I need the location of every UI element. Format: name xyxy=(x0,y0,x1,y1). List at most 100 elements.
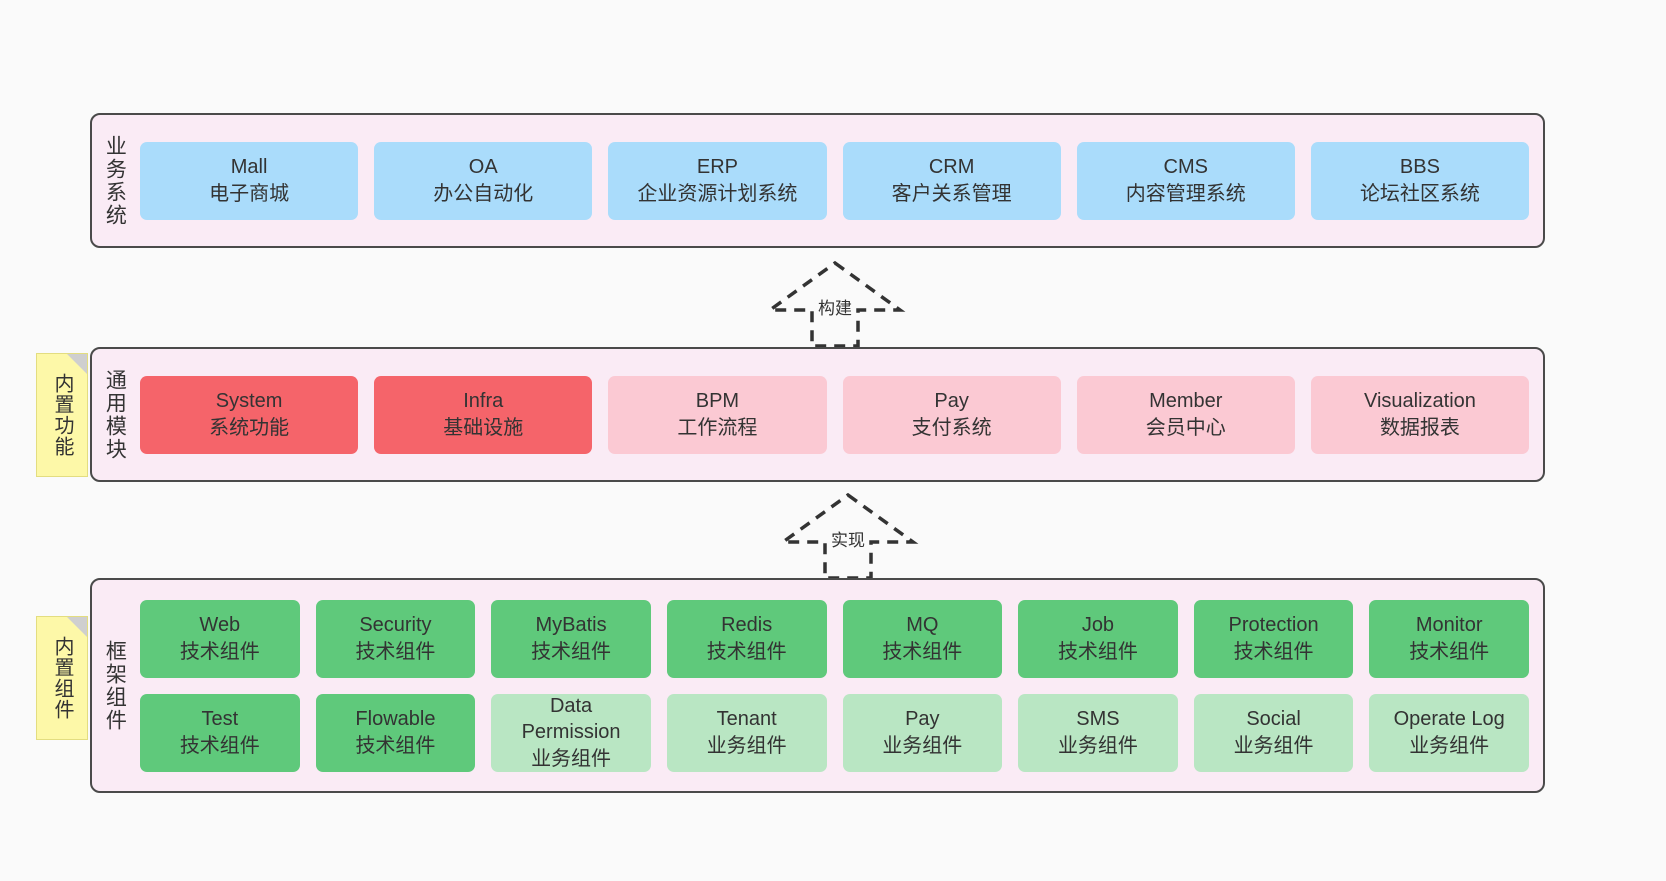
card-oa[interactable]: OA 办公自动化 xyxy=(374,141,593,220)
layer-framework-components: 框架组件 Web 技术组件 Security 技术组件 MyBatis 技术组件… xyxy=(90,578,1545,793)
card-subtitle: 业务组件 xyxy=(1409,734,1490,757)
card-mall[interactable]: Mall 电子商城 xyxy=(140,141,359,220)
card-row: Mall 电子商城 OA 办公自动化 ERP 企业资源计划系统 CRM 客户关系… xyxy=(140,141,1530,220)
card-infra[interactable]: Infra 基础设施 xyxy=(374,375,593,454)
card-title: Job xyxy=(1081,614,1115,637)
card-subtitle: 电子商城 xyxy=(209,182,290,205)
card-title: Pay xyxy=(905,708,940,731)
card-subtitle: 企业资源计划系统 xyxy=(637,182,798,205)
card-pay-component[interactable]: Pay 业务组件 xyxy=(842,693,1003,772)
sticky-note-label: 内置组件 xyxy=(51,636,73,720)
card-title: ERP xyxy=(696,156,738,179)
card-title: Visualization xyxy=(1363,390,1476,413)
card-subtitle: 办公自动化 xyxy=(433,182,534,205)
card-subtitle: 系统功能 xyxy=(209,416,290,439)
card-bbs[interactable]: BBS 论坛社区系统 xyxy=(1310,141,1530,220)
layer-business-systems: 业务系统 Mall 电子商城 OA 办公自动化 ERP 企业资源计划系统 CRM… xyxy=(90,113,1545,248)
card-pay-module[interactable]: Pay 支付系统 xyxy=(842,375,1061,454)
card-subtitle: 技术组件 xyxy=(882,640,963,663)
card-subtitle: 客户关系管理 xyxy=(891,182,1012,205)
card-subtitle: 业务组件 xyxy=(1233,734,1314,757)
card-subtitle: 技术组件 xyxy=(1409,640,1490,663)
card-protection[interactable]: Protection 技术组件 xyxy=(1193,599,1354,678)
card-title: Tenant xyxy=(716,708,777,731)
card-data-permission[interactable]: Data Permission 业务组件 xyxy=(491,693,651,772)
card-bpm[interactable]: BPM 工作流程 xyxy=(608,375,827,454)
card-title: BBS xyxy=(1399,156,1440,179)
card-monitor[interactable]: Monitor 技术组件 xyxy=(1369,599,1529,678)
card-title: CMS xyxy=(1163,156,1208,179)
card-title: Social xyxy=(1246,708,1301,731)
card-erp[interactable]: ERP 企业资源计划系统 xyxy=(608,141,827,220)
card-visualization[interactable]: Visualization 数据报表 xyxy=(1310,375,1530,454)
layer-title-framework-components: 框架组件 xyxy=(103,639,127,732)
card-test[interactable]: Test 技术组件 xyxy=(140,693,300,772)
card-cms[interactable]: CMS 内容管理系统 xyxy=(1076,141,1295,220)
connector-build-label: 构建 xyxy=(818,299,852,318)
card-subtitle: 技术组件 xyxy=(355,734,436,757)
card-title: MyBatis xyxy=(535,614,607,637)
card-title: Redis xyxy=(721,614,773,637)
connector-build: 构建 xyxy=(760,258,910,350)
card-sms[interactable]: SMS 业务组件 xyxy=(1018,693,1178,772)
card-title: OA xyxy=(468,156,498,179)
card-title: Web xyxy=(199,614,241,637)
card-subtitle: 技术组件 xyxy=(179,734,260,757)
card-title: BPM xyxy=(695,390,740,413)
card-flowable[interactable]: Flowable 技术组件 xyxy=(315,693,476,772)
sticky-note-builtin-components: 内置组件 xyxy=(36,616,88,740)
card-title: Pay xyxy=(934,390,969,413)
card-title: Test xyxy=(201,708,239,731)
layer-body-common-modules: System 系统功能 Infra 基础设施 BPM 工作流程 Pay 支付系统… xyxy=(136,349,1543,480)
card-title: System xyxy=(215,390,283,413)
sticky-fold-corner xyxy=(67,617,87,637)
card-tenant[interactable]: Tenant 业务组件 xyxy=(666,693,827,772)
card-title: Security xyxy=(359,614,432,637)
connector-implement: 实现 xyxy=(773,490,923,582)
card-subtitle: 会员中心 xyxy=(1145,416,1226,439)
card-subtitle: 数据报表 xyxy=(1379,416,1460,439)
card-mq[interactable]: MQ 技术组件 xyxy=(842,599,1003,678)
sticky-fold-corner xyxy=(67,354,87,374)
card-subtitle: 支付系统 xyxy=(911,416,992,439)
layer-title-common-modules: 通用模块 xyxy=(103,368,127,461)
card-system[interactable]: System 系统功能 xyxy=(140,375,359,454)
card-subtitle: 业务组件 xyxy=(706,734,787,757)
card-job[interactable]: Job 技术组件 xyxy=(1018,599,1178,678)
card-mybatis[interactable]: MyBatis 技术组件 xyxy=(491,599,651,678)
layer-title-business-systems: 业务系统 xyxy=(103,134,127,227)
card-title: Infra xyxy=(463,390,504,413)
card-subtitle: 业务组件 xyxy=(1057,734,1138,757)
card-title: Mall xyxy=(230,156,268,179)
card-subtitle: 技术组件 xyxy=(179,640,260,663)
layer-body-framework-components: Web 技术组件 Security 技术组件 MyBatis 技术组件 Redi… xyxy=(136,580,1543,791)
card-security[interactable]: Security 技术组件 xyxy=(315,599,476,678)
layer-common-modules: 通用模块 System 系统功能 Infra 基础设施 BPM 工作流程 Pay… xyxy=(90,347,1545,482)
card-title: Flowable xyxy=(355,708,436,731)
card-crm[interactable]: CRM 客户关系管理 xyxy=(842,141,1061,220)
card-subtitle: 内容管理系统 xyxy=(1125,182,1246,205)
card-row: Web 技术组件 Security 技术组件 MyBatis 技术组件 Redi… xyxy=(140,599,1529,678)
card-title: Protection xyxy=(1228,614,1319,637)
layer-body-business-systems: Mall 电子商城 OA 办公自动化 ERP 企业资源计划系统 CRM 客户关系… xyxy=(136,115,1543,246)
card-title: MQ xyxy=(906,614,939,637)
card-subtitle: 业务组件 xyxy=(531,747,612,770)
card-title: Operate Log xyxy=(1393,708,1505,731)
card-subtitle: 技术组件 xyxy=(355,640,436,663)
card-redis[interactable]: Redis 技术组件 xyxy=(666,599,827,678)
card-subtitle: 工作流程 xyxy=(677,416,758,439)
sticky-note-builtin-functions: 内置功能 xyxy=(36,353,88,477)
card-subtitle: 论坛社区系统 xyxy=(1359,182,1480,205)
card-subtitle: 业务组件 xyxy=(882,734,963,757)
card-subtitle: 技术组件 xyxy=(706,640,787,663)
card-subtitle: 技术组件 xyxy=(1057,640,1138,663)
card-operate-log[interactable]: Operate Log 业务组件 xyxy=(1369,693,1529,772)
card-title: Data Permission xyxy=(521,694,621,744)
card-member[interactable]: Member 会员中心 xyxy=(1076,375,1295,454)
card-row: Test 技术组件 Flowable 技术组件 Data Permission … xyxy=(140,693,1529,772)
card-social[interactable]: Social 业务组件 xyxy=(1193,693,1354,772)
card-web[interactable]: Web 技术组件 xyxy=(140,599,300,678)
connector-implement-label: 实现 xyxy=(831,531,865,550)
card-title: Monitor xyxy=(1415,614,1483,637)
